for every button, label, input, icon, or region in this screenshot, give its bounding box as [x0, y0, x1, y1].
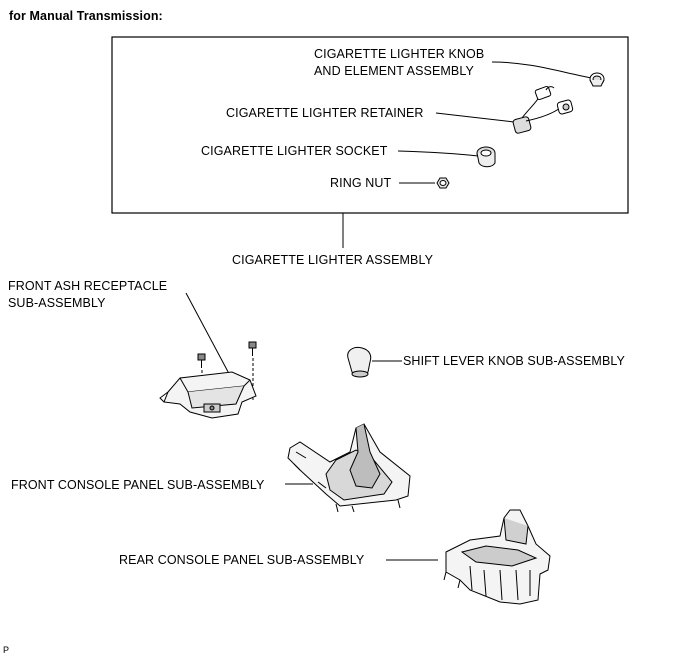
page-heading: for Manual Transmission: — [9, 9, 163, 23]
knob-label-line1: CIGARETTE LIGHTER KNOB — [314, 47, 485, 61]
ash-receptacle-label-line2: SUB-ASSEMBLY — [8, 296, 106, 310]
ash-receptacle-label-line1: FRONT ASH RECEPTACLE — [8, 279, 168, 293]
knob-label-line2: AND ELEMENT ASSEMBLY — [314, 64, 474, 78]
assembly-label: CIGARETTE LIGHTER ASSEMBLY — [232, 253, 434, 267]
shift-knob-part — [347, 347, 372, 378]
rear-console-panel-part — [443, 509, 551, 605]
retainer-leader-line — [435, 112, 515, 123]
socket-label: CIGARETTE LIGHTER SOCKET — [201, 144, 388, 158]
knob-leader-line — [491, 61, 593, 79]
ash-receptacle-leader-line — [185, 292, 235, 384]
retainer-label: CIGARETTE LIGHTER RETAINER — [226, 106, 424, 120]
ash-receptacle-part — [159, 371, 257, 419]
ring-nut-part — [436, 177, 450, 189]
front-console-label: FRONT CONSOLE PANEL SUB-ASSEMBLY — [11, 478, 265, 492]
socket-leader-line — [397, 150, 479, 157]
lighter-retainer-part — [512, 85, 574, 134]
rear-console-label: REAR CONSOLE PANEL SUB-ASSEMBLY — [119, 553, 365, 567]
footer-code: P — [3, 645, 10, 655]
lighter-socket-part — [476, 146, 496, 168]
cigarette-lighter-assembly-box — [111, 36, 629, 214]
ring-nut-label: RING NUT — [330, 176, 392, 190]
front-console-panel-part — [287, 423, 411, 513]
lighter-knob-part — [589, 72, 605, 87]
shift-knob-label: SHIFT LEVER KNOB SUB-ASSEMBLY — [403, 354, 625, 368]
